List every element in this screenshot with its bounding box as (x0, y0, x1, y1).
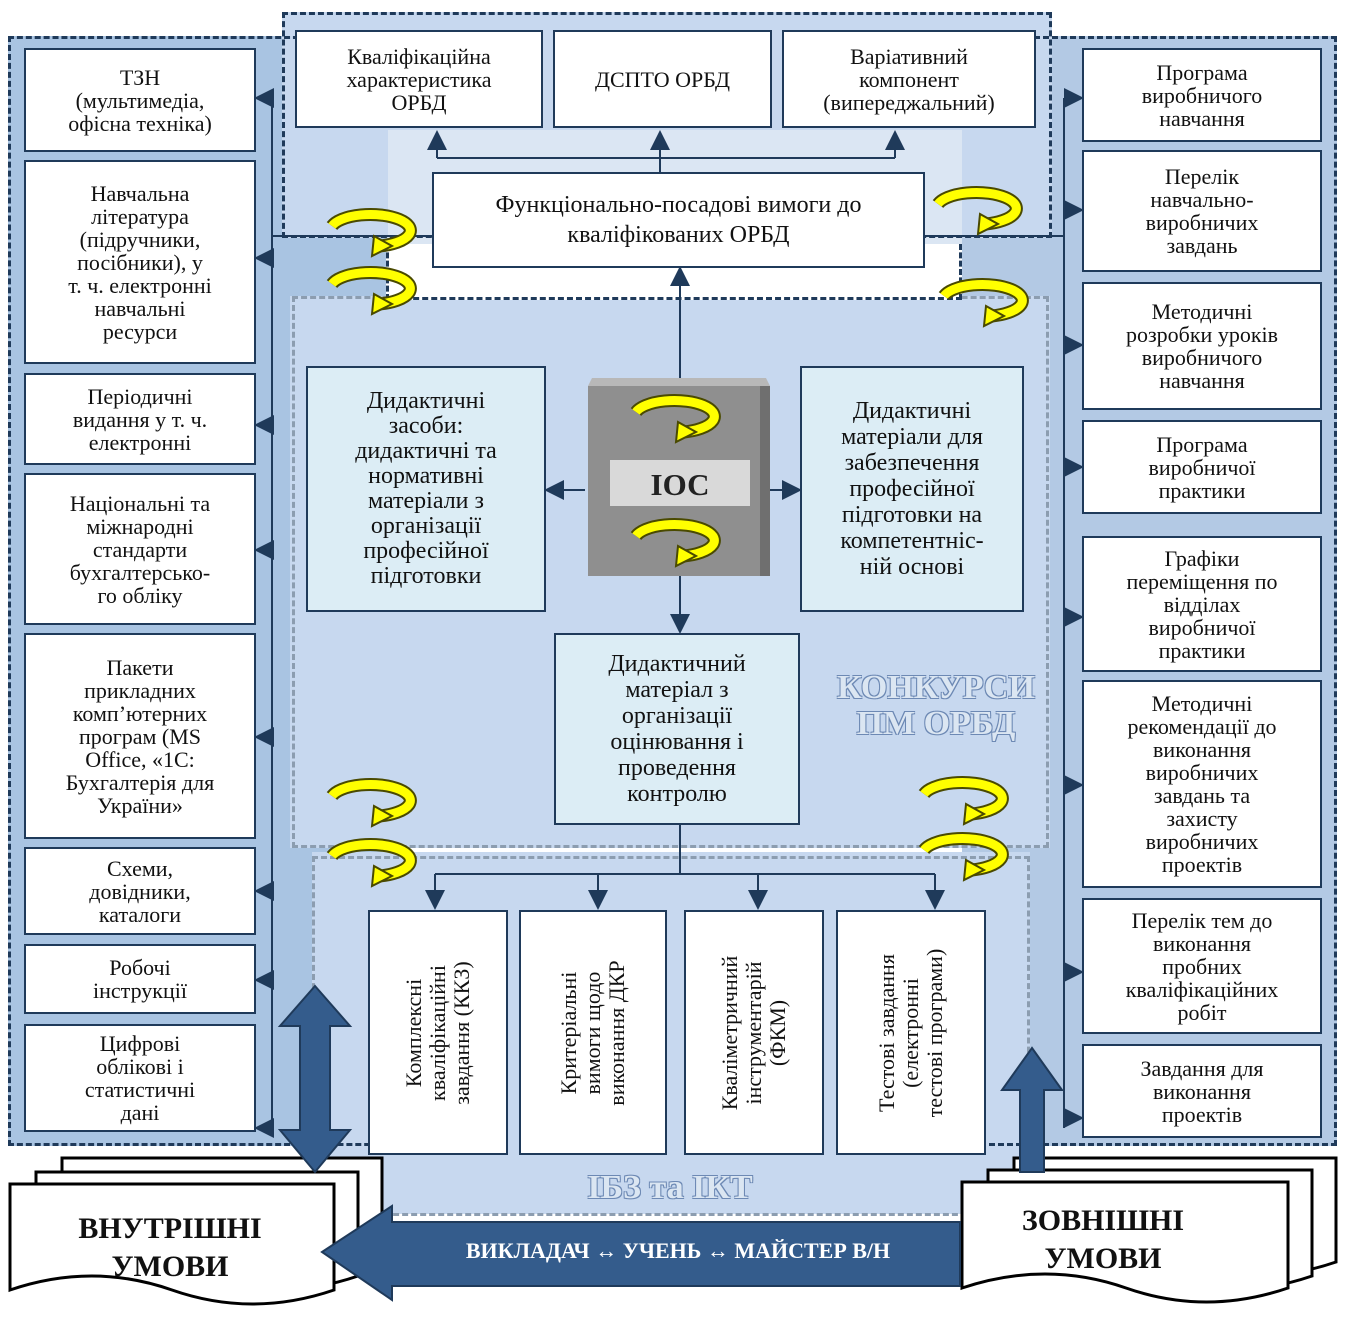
right-item-4: Програма виробничої практики (1082, 420, 1322, 514)
external-conditions-label: ЗОВНІШНІ УМОВИ (1021, 1204, 1185, 1275)
ibz-ikt-label: ІБЗ та ІКТ (587, 1169, 753, 1206)
left-item-1: ТЗН (мультимедіа, офісна техніка) (24, 48, 256, 152)
right-item-6: Методичні рекомендації до виконання виро… (1082, 680, 1322, 888)
didactic-means-box: Дидактичні засоби: дидактичні та нормати… (306, 366, 546, 612)
didactic-materials-box: Дидактичні матеріали для забезпечення пр… (800, 366, 1024, 612)
left-item-3-text: Періодичні видання у т. ч. електронні (72, 383, 208, 455)
right-item-5: Графіки переміщення по відділах виробнич… (1082, 536, 1322, 672)
left-item-6-text: Схеми, довідники, каталоги (89, 855, 191, 927)
left-item-5-text: Пакети прикладних комп’ютерних програм (… (65, 654, 215, 818)
right-item-7: Перелік тем до виконання пробних кваліфі… (1082, 898, 1322, 1034)
right-item-1-text: Програма виробничого навчання (1141, 59, 1263, 131)
interaction-label: ВИКЛАДАЧ ↔ УЧЕНЬ ↔ МАЙСТЕР В/Н (465, 1238, 891, 1263)
dspto-text: ДСПТО ОРБД (594, 66, 731, 92)
right-item-3-text: Методичні розробки уроків виробничого на… (1125, 299, 1279, 393)
left-item-6: Схеми, довідники, каталоги (24, 847, 256, 935)
left-item-2-text: Навчальна література (підручники, посібн… (68, 180, 212, 344)
left-item-7: Робочі інструкції (24, 944, 256, 1014)
right-item-1: Програма виробничого навчання (1082, 48, 1322, 142)
right-item-5-text: Графіки переміщення по відділах виробнич… (1126, 545, 1278, 663)
left-item-8: Цифрові облікові і статистичні дані (24, 1024, 256, 1132)
right-item-2-text: Перелік навчально- виробничих завдань (1145, 164, 1259, 258)
right-item-8-text: Завдання для виконання проектів (1140, 1055, 1264, 1127)
qualification-characteristic-box: Кваліфікаційна характеристика ОРБД (295, 30, 543, 128)
left-item-7-text: Робочі інструкції (93, 955, 187, 1003)
bottom-item-2: Критеріальні вимоги щодо виконання ДКР (519, 910, 667, 1155)
internal-conditions-label: ВНУТРІШНІ УМОВИ (78, 1212, 262, 1283)
bottom-item-3: Кваліметричний інструментарій (ФКМ) (684, 910, 824, 1155)
left-item-3: Періодичні видання у т. ч. електронні (24, 373, 256, 465)
functional-requirements-box: Функціонально-посадові вимоги до кваліфі… (432, 172, 925, 268)
assessment-material-box: Дидактичний матеріал з організації оціню… (554, 633, 800, 825)
right-item-2: Перелік навчально- виробничих завдань (1082, 150, 1322, 272)
variative-component-box: Варіативний компонент (випереджальний) (782, 30, 1036, 128)
left-item-1-text: ТЗН (мультимедіа, офісна техніка) (68, 64, 212, 136)
variative-component-text: Варіативний компонент (випереджальний) (823, 43, 995, 115)
left-item-2: Навчальна література (підручники, посібн… (24, 160, 256, 364)
didactic-means-text: Дидактичні засоби: дидактичні та нормати… (355, 388, 497, 589)
functional-requirements-text: Функціонально-посадові вимоги до кваліфі… (495, 192, 862, 248)
didactic-materials-text: Дидактичні матеріали для забезпечення пр… (840, 398, 984, 580)
bottom-item-4: Тестові завдання (електронні тестові про… (836, 910, 986, 1155)
contests-label: КОНКУРСИ ПМ ОРБД (837, 669, 1035, 742)
outer-frame-left (8, 36, 388, 1146)
right-item-4-text: Програма виробничої практики (1148, 431, 1256, 503)
left-item-5: Пакети прикладних комп’ютерних програм (… (24, 633, 256, 839)
assessment-material-text: Дидактичний матеріал з організації оціню… (608, 651, 746, 807)
bottom-item-1: Комплексні кваліфікаційні завдання (ККЗ) (368, 910, 508, 1155)
dspto-box: ДСПТО ОРБД (553, 30, 772, 128)
ios-label: ІОС (650, 467, 710, 502)
left-item-4: Національні та міжнародні стандарти бухг… (24, 473, 256, 625)
left-item-4-text: Національні та міжнародні стандарти бухг… (69, 490, 211, 608)
right-item-8: Завдання для виконання проектів (1082, 1044, 1322, 1138)
right-item-6-text: Методичні рекомендації до виконання виро… (1127, 691, 1277, 877)
left-item-8-text: Цифрові облікові і статистичні дані (84, 1031, 196, 1125)
qualification-characteristic-text: Кваліфікаційна характеристика ОРБД (346, 43, 492, 115)
right-item-3: Методичні розробки уроків виробничого на… (1082, 282, 1322, 410)
ios-cube (588, 378, 770, 576)
outer-frame-right (962, 36, 1337, 1146)
right-item-7-text: Перелік тем до виконання пробних кваліфі… (1125, 907, 1279, 1025)
